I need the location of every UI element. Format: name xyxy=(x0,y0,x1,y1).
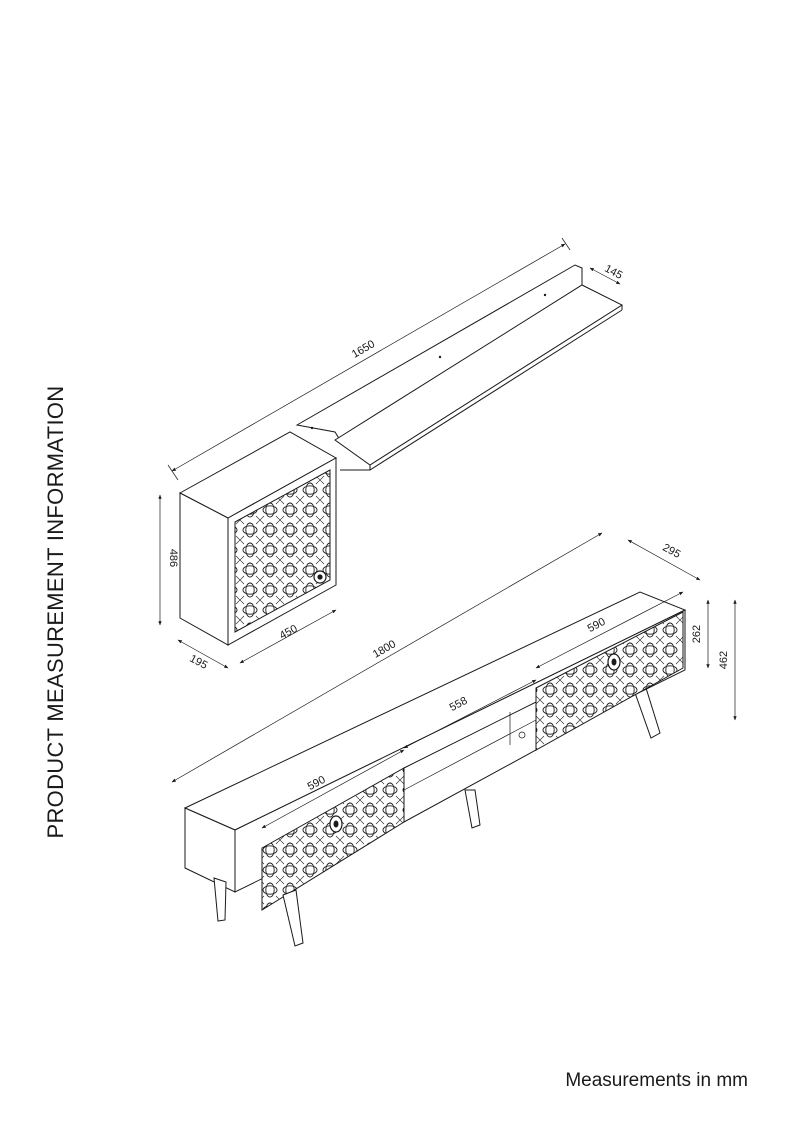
tv-unit xyxy=(183,591,687,947)
wall-shelf xyxy=(295,264,624,471)
units-note: Measurements in mm xyxy=(565,1070,748,1091)
dim-cabinet-height: 486 xyxy=(167,549,179,567)
dim-shelf-depth: 145 xyxy=(602,263,624,282)
dim-total-height: 462 xyxy=(718,651,730,669)
dim-unit-length: 1800 xyxy=(371,638,398,661)
wall-cabinet xyxy=(178,431,338,646)
dim-shelf-length: 1650 xyxy=(350,338,377,361)
dim-unit-depth: 295 xyxy=(660,542,682,561)
dim-body-height: 262 xyxy=(691,625,703,643)
dimension-lines xyxy=(158,237,737,829)
dim-cabinet-width: 450 xyxy=(278,623,300,642)
